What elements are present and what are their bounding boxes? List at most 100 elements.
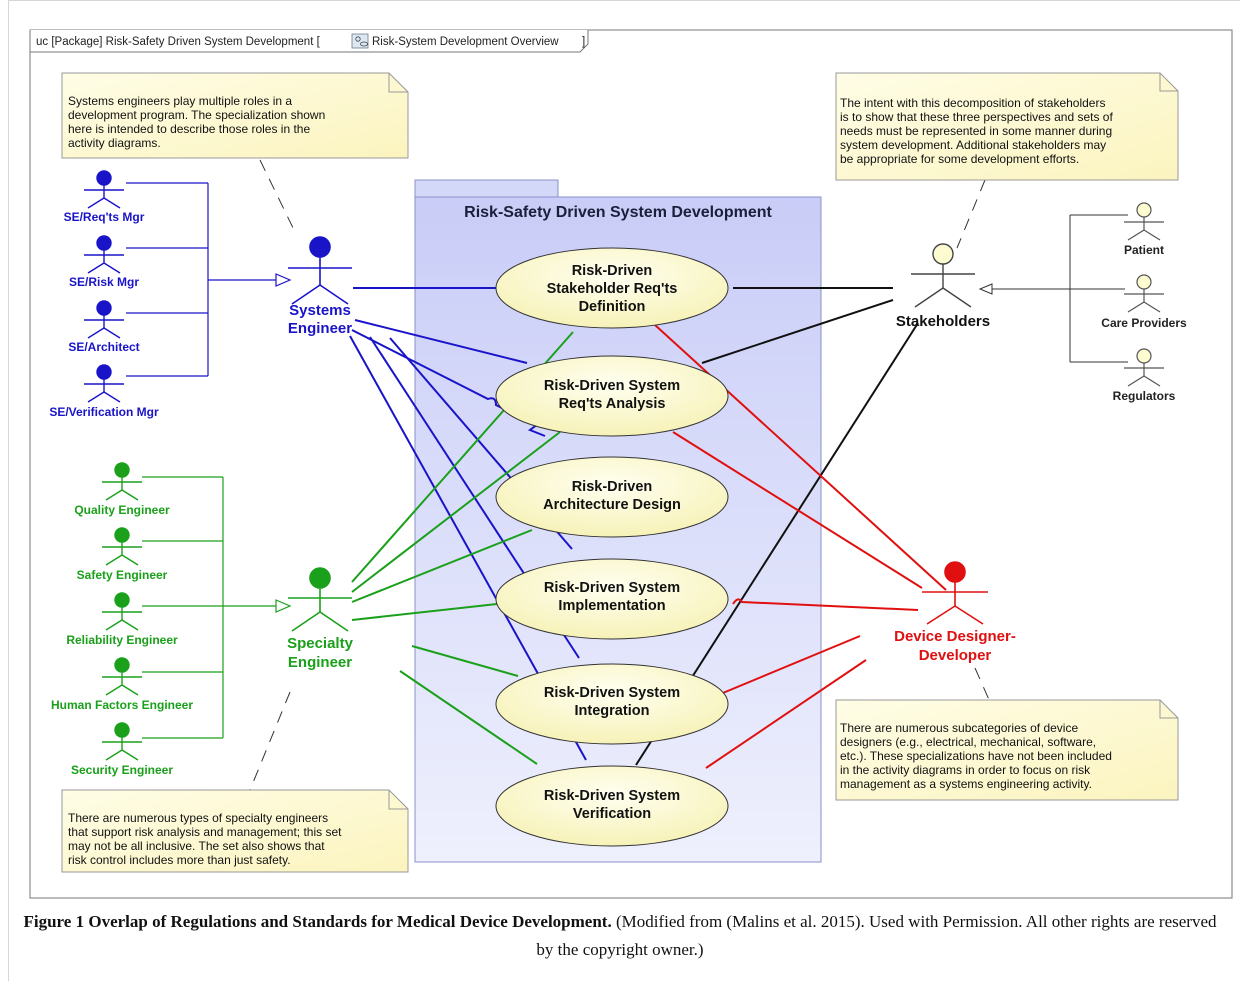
use-case-label: Risk-Driven: [572, 263, 653, 279]
use-case-uc5: Risk-Driven System Integration: [495, 663, 729, 745]
stakeholder-role-actor: [1124, 348, 1164, 387]
use-case-label: Risk-Driven System: [544, 580, 680, 596]
se-role-actor: [84, 235, 124, 274]
figure-caption: Figure 1 Overlap of Regulations and Stan…: [20, 908, 1220, 964]
use-case-label: Implementation: [558, 598, 665, 614]
frame-header-suffix: ]: [582, 36, 585, 48]
specialty-note-line: risk control includes more than just saf…: [68, 853, 291, 867]
specialty-role-label: Quality Engineer: [74, 503, 170, 517]
specialty-engineer-label: Engineer: [288, 654, 352, 671]
stakeholder-role-label: Care Providers: [1101, 316, 1187, 330]
stakeholder-role-actor: [1124, 274, 1164, 313]
association-spec-uc4: [351, 603, 498, 621]
association-spec-uc6: [399, 670, 538, 765]
association-dd-uc4: [732, 598, 919, 611]
se-note-line: Systems engineers play multiple roles in…: [68, 94, 292, 108]
association-dd-uc2: [672, 431, 923, 589]
association-dd-uc1: [654, 324, 947, 591]
systems-engineer-label: Systems: [289, 302, 351, 319]
specialty-role-label: Safety Engineer: [77, 568, 168, 582]
systems-engineer-actor: [288, 236, 352, 305]
se-role-actor: [84, 170, 124, 209]
stakeholder-note-line: be appropriate for some development effo…: [840, 152, 1079, 166]
device-note-line: management as a systems engineering acti…: [840, 777, 1092, 791]
use-case-diagram: uc [Package] Risk-Safety Driven System D…: [29, 29, 1233, 899]
package-title: Risk-Safety Driven System Development: [464, 204, 772, 221]
specialty-note-connector: [249, 691, 291, 791]
systems-engineer-label: Engineer: [288, 320, 352, 337]
device-designer-label: Device Designer-: [894, 628, 1016, 645]
stakeholder-note-line: needs must be represented in some manner…: [840, 124, 1112, 138]
specialty-role-label: Human Factors Engineer: [51, 698, 193, 712]
stakeholder-generalization-arrow: [978, 283, 993, 295]
specialty-engineer-actor: [288, 567, 352, 632]
specialty-role-label: Reliability Engineer: [66, 633, 178, 647]
use-case-uc3: Risk-Driven Architecture Design: [495, 456, 729, 538]
figure-caption-source: (Modified from (Malins et al. 2015). Use…: [536, 912, 1217, 959]
stakeholders-actor: [911, 243, 975, 308]
stakeholder-role-label: Patient: [1124, 243, 1164, 257]
se-role-actor: [84, 300, 124, 339]
stakeholder-note: The intent with this decomposition of st…: [835, 72, 1179, 181]
specialty-engineer-label: Specialty: [287, 635, 354, 652]
frame-header-prefix: uc [Package] Risk-Safety Driven System D…: [36, 36, 321, 48]
device-note-line: in the activity diagrams in order to foc…: [840, 763, 1091, 777]
device-note-line: designers (e.g., electrical, mechanical,…: [840, 735, 1096, 749]
se-note: Systems engineers play multiple roles in…: [61, 72, 409, 159]
association-se-uc2: [354, 319, 528, 364]
use-case-uc2: Risk-Driven System Req'ts Analysis: [495, 355, 729, 437]
device-note: There are numerous subcategories of devi…: [835, 699, 1179, 801]
specialty-note-line: may not be all inclusive. The set also s…: [68, 839, 325, 853]
device-designer-associations: [654, 324, 947, 769]
device-note-line: etc.). These specializations have not be…: [840, 749, 1112, 763]
figure-caption-title: Figure 1 Overlap of Regulations and Stan…: [23, 912, 612, 931]
association-dd-uc5: [705, 635, 861, 701]
use-case-label: Verification: [573, 806, 651, 822]
use-case-label: Risk-Driven System: [544, 788, 680, 804]
use-case-uc6: Risk-Driven System Verification: [495, 765, 729, 847]
specialty-note-line: that support risk analysis and managemen…: [68, 825, 342, 839]
stakeholder-note-line: system development. Additional stakehold…: [840, 138, 1106, 152]
package-tab: [414, 179, 559, 198]
se-note-line: here is intended to describe those roles…: [68, 122, 310, 136]
stakeholder-generalization-tree: [987, 214, 1128, 363]
use-case-uc1: Risk-Driven Stakeholder Req'ts Definitio…: [495, 247, 729, 329]
association-spec-uc3: [351, 529, 533, 603]
device-designer-label: Developer: [919, 647, 992, 664]
association-dd-uc6: [705, 659, 867, 769]
device-designer-actor: [922, 561, 988, 625]
page-border: [8, 0, 1240, 981]
se-role-label: SE/Risk Mgr: [69, 275, 139, 289]
specialty-note: There are numerous types of specialty en…: [61, 789, 409, 873]
se-generalization-tree: [126, 182, 284, 377]
stakeholder-note-line: is to show that these three perspectives…: [840, 110, 1113, 124]
use-case-label: Stakeholder Req'ts: [547, 281, 678, 297]
use-case-label: Architecture Design: [543, 497, 681, 513]
se-note-line: activity diagrams.: [68, 136, 161, 150]
se-note-line: development program. The specialization …: [68, 108, 325, 122]
use-case-label: Risk-Driven: [572, 479, 653, 495]
stakeholder-role-label: Regulators: [1113, 389, 1176, 403]
frame-header-diagram-name: Risk-System Development Overview: [372, 36, 559, 48]
use-case-label: Integration: [575, 703, 650, 719]
association-spec-uc2: [351, 431, 561, 593]
use-case-label: Req'ts Analysis: [559, 396, 666, 412]
specialty-role-label: Security Engineer: [71, 763, 173, 777]
use-case-label: Risk-Driven System: [544, 378, 680, 394]
association-spec-uc5: [411, 645, 519, 677]
se-role-actor: [84, 364, 124, 403]
diagram-type-icon-ellipse: [360, 41, 368, 47]
se-role-label: SE/Architect: [68, 340, 139, 354]
specialty-role-actor: [102, 657, 142, 696]
specialty-note-line: There are numerous types of specialty en…: [68, 811, 328, 825]
specialty-generalization-arrow: [275, 599, 292, 613]
stakeholder-note-line: The intent with this decomposition of st…: [840, 96, 1105, 110]
use-case-uc4: Risk-Driven System Implementation: [495, 558, 729, 640]
use-case-label: Definition: [579, 299, 646, 315]
frame-header-tab: [29, 30, 589, 53]
specialty-generalization-tree: [142, 476, 278, 739]
se-role-label: SE/Req'ts Mgr: [64, 210, 145, 224]
se-generalization-arrow: [275, 273, 292, 287]
stakeholders-label: Stakeholders: [896, 313, 990, 330]
device-note-line: There are numerous subcategories of devi…: [840, 721, 1078, 735]
